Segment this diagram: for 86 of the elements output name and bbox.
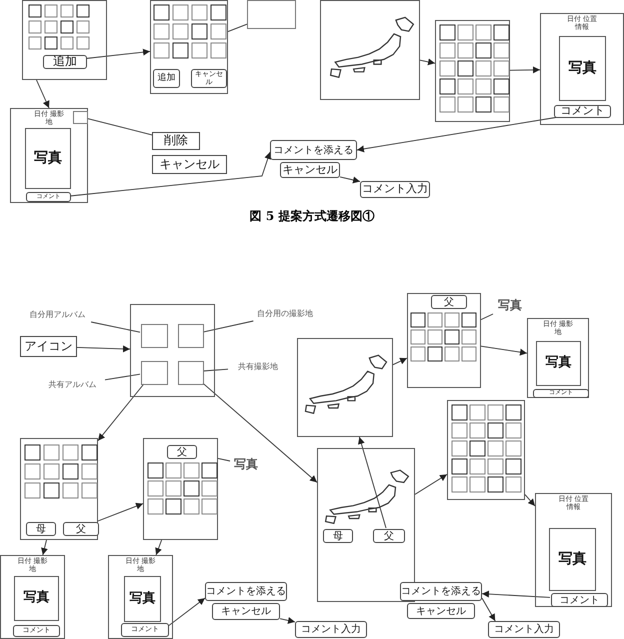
arrow (358, 436, 386, 528)
phone-screen (407, 293, 481, 388)
leader-line (104, 374, 140, 380)
arrow (202, 382, 318, 483)
popup-panel (247, 0, 296, 29)
callout-text: 自分用の撮影地 (245, 307, 325, 321)
callout-text: 共有アルバム (40, 378, 105, 392)
add-button: 追加 (43, 55, 87, 69)
comment-input-button: コメント入力 (295, 621, 367, 638)
arrow (482, 598, 496, 622)
photo-screen (527, 318, 589, 398)
comment-button: コメント (554, 105, 611, 118)
photo-frame: 写真 (124, 576, 161, 622)
arrow (482, 590, 550, 598)
arrow (480, 346, 528, 356)
photo-screen (108, 555, 173, 639)
arrow (420, 58, 436, 66)
arrow (98, 384, 144, 442)
photo-screen (10, 108, 88, 203)
arrow (280, 617, 296, 624)
arrow (392, 358, 408, 366)
menu-square (73, 111, 88, 124)
arrow (155, 540, 162, 556)
callout-text: 写真 (230, 457, 262, 472)
icon-label: アイコン (20, 336, 77, 357)
cancel-button: キャンセル (280, 162, 340, 178)
leader-line (202, 320, 254, 333)
phone-screen (20, 438, 98, 540)
father-button: 父 (373, 529, 405, 543)
comment-input-button: コメント入力 (360, 181, 430, 198)
arrow (524, 494, 536, 506)
callout-text: 写真 (493, 298, 527, 314)
comment-input-button: コメント入力 (488, 621, 560, 638)
arrow (414, 474, 448, 495)
photo-screen (0, 555, 65, 639)
comment-button: コメント (551, 593, 608, 607)
arrow (76, 345, 130, 352)
photo-frame: 写真 (536, 341, 581, 386)
map-screen (320, 0, 420, 100)
album-tile (141, 361, 168, 385)
arrow (510, 66, 540, 74)
father-button: 父 (167, 445, 197, 459)
photo-frame: 写真 (14, 576, 59, 621)
phone-screen (143, 438, 218, 540)
mother-button: 母 (26, 522, 56, 536)
connector-line (228, 24, 248, 32)
phone-screen (22, 0, 107, 80)
photo-screen (535, 493, 612, 607)
arrow (70, 152, 272, 196)
callout-text: 自分用アルバム (20, 308, 95, 322)
cancel-button: キャンセル (407, 603, 475, 619)
leader-line (218, 458, 230, 462)
add-comment-button: コメントを添える (400, 582, 482, 601)
arrow (86, 48, 150, 59)
mother-button: 母 (323, 529, 353, 543)
leader-line (90, 322, 140, 333)
cancel-button: キャンセル (212, 603, 280, 620)
phone-screen (150, 0, 228, 94)
photo-frame: 写真 (25, 128, 71, 189)
callout-text: 共有撮影地 (228, 360, 288, 374)
add-comment-button: コメントを添える (270, 140, 357, 160)
leader-line (202, 368, 228, 372)
leader-line (480, 314, 494, 320)
arrow (340, 176, 360, 184)
phone-screen (447, 400, 525, 500)
photo-screen (540, 13, 624, 125)
album-tile (178, 361, 204, 385)
arrow (41, 540, 48, 556)
father-button: 父 (431, 295, 467, 309)
add-comment-button: コメントを添える (205, 582, 287, 601)
album-tile (141, 324, 168, 348)
arrow (168, 598, 206, 627)
map-screen (297, 338, 393, 437)
phone-screen (130, 304, 215, 397)
connector-line (86, 118, 152, 136)
figure-caption: 図 5 提案方式遷移図① (248, 208, 376, 225)
add-button: 追加 (153, 69, 180, 88)
delete-button: 削除 (152, 132, 200, 150)
album-tile (178, 324, 204, 348)
phone-screen (435, 20, 510, 122)
arrow (98, 502, 144, 522)
photo-frame: 写真 (559, 36, 606, 101)
cancel-button: キャンセル (152, 155, 227, 174)
father-button: 父 (63, 522, 99, 536)
photo-frame: 写真 (549, 528, 596, 591)
arrow (36, 80, 50, 108)
